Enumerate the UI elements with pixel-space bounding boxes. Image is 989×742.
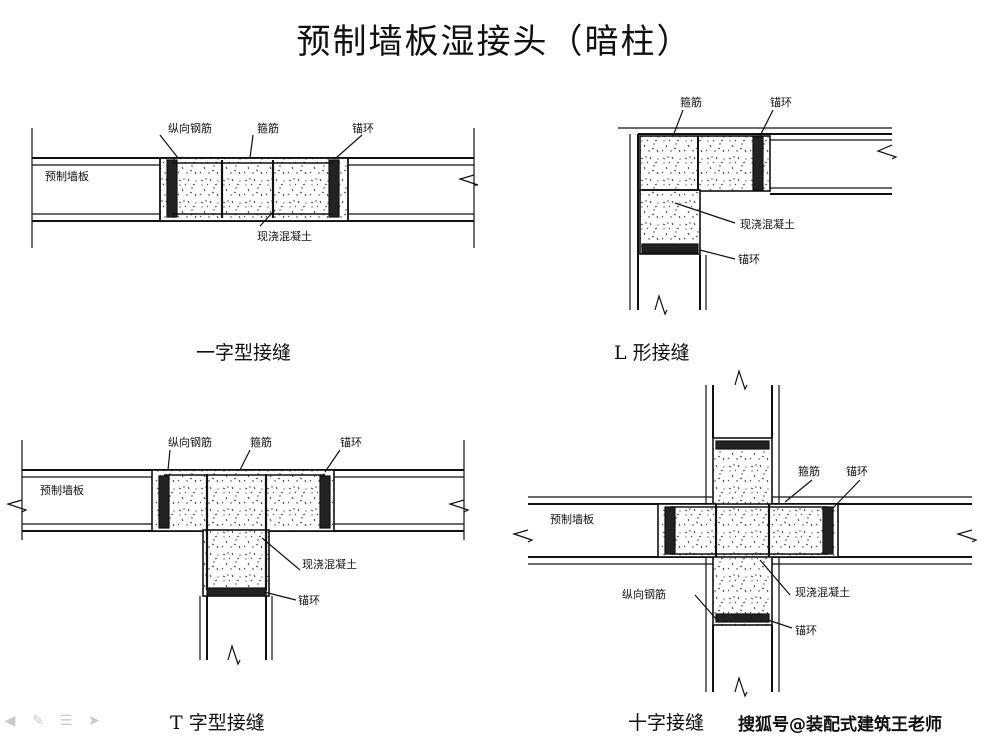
cross-concrete-label: 现浇混凝土: [795, 585, 850, 599]
l-joint: [618, 109, 898, 316]
cross-joint: [511, 368, 978, 698]
back-arrow-icon[interactable]: ◀: [4, 713, 16, 729]
cross-longitudinal-label: 纵向钢筋: [622, 587, 666, 601]
straight-joint: [31, 128, 479, 248]
straight-stirrup-label: 箍筋: [257, 121, 279, 135]
cross-panel-label: 预制墙板: [550, 512, 594, 526]
menu-icon[interactable]: ☰: [59, 713, 73, 729]
t-concrete-label: 现浇混凝土: [302, 557, 357, 571]
slideshow-toolbar: ◀ ✎ ☰ ➤: [0, 713, 104, 729]
l-anchor-top-label: 锚环: [770, 95, 792, 109]
l-concrete-label: 现浇混凝土: [740, 217, 795, 231]
t-anchor-top-label: 锚环: [340, 435, 362, 449]
straight-caption: 一字型接缝: [196, 342, 292, 364]
l-caption: L 形接缝: [614, 342, 690, 364]
t-longitudinal-label: 纵向钢筋: [168, 435, 212, 449]
page-title: 预制墙板湿接头（暗柱）: [296, 22, 693, 62]
straight-concrete-label: 现浇混凝土: [257, 229, 312, 243]
cross-caption: 十字接缝: [628, 712, 705, 734]
t-panel-label: 预制墙板: [40, 483, 84, 497]
l-anchor-bottom-label: 锚环: [738, 252, 760, 266]
t-joint: [5, 440, 470, 666]
cross-anchor-bottom-label: 锚环: [795, 623, 817, 637]
t-caption: T 字型接缝: [170, 712, 265, 734]
cross-anchor-right-label: 锚环: [846, 464, 868, 478]
pen-icon[interactable]: ✎: [32, 713, 44, 729]
straight-panel-label: 预制墙板: [45, 169, 89, 183]
cross-stirrup-label: 箍筋: [798, 464, 820, 478]
straight-longitudinal-label: 纵向钢筋: [168, 121, 212, 135]
t-stirrup-label: 箍筋: [250, 435, 272, 449]
t-anchor-bottom-label: 锚环: [298, 593, 320, 607]
l-stirrup-label: 箍筋: [680, 95, 702, 109]
watermark: 搜狐号@装配式建筑王老师: [738, 715, 942, 735]
straight-anchor-label: 锚环: [352, 121, 374, 135]
forward-arrow-icon[interactable]: ➤: [88, 713, 100, 729]
